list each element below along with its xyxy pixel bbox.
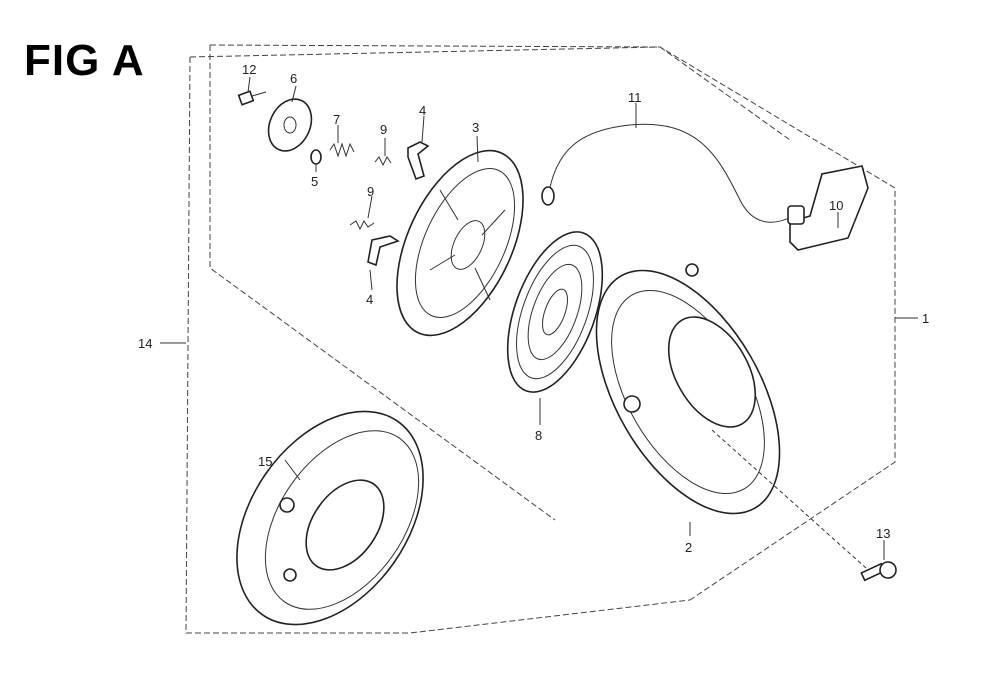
callout-4-upper: 4 xyxy=(419,103,426,118)
callout-15: 15 xyxy=(258,454,272,469)
part-8-spiral-spring xyxy=(506,231,604,393)
figure-title: FIG A xyxy=(24,36,145,85)
callout-3: 3 xyxy=(472,120,479,135)
callout-13: 13 xyxy=(876,526,890,541)
part-10-handle xyxy=(787,165,869,251)
callout-10: 10 xyxy=(829,198,843,213)
callout-8: 8 xyxy=(535,428,542,443)
callout-5: 5 xyxy=(311,174,318,189)
part-3-reel xyxy=(396,149,524,337)
part-9-spring-lower xyxy=(349,220,375,231)
callout-9-lower: 9 xyxy=(367,184,374,199)
part-7-spring xyxy=(329,142,355,158)
part-12-bolt xyxy=(237,90,267,106)
callout-1: 1 xyxy=(922,311,929,326)
callout-2: 2 xyxy=(685,540,692,555)
part-6-ratchet xyxy=(267,98,313,152)
part-4-pawl-upper xyxy=(407,141,430,181)
callout-7: 7 xyxy=(333,112,340,127)
part-9-spring-upper xyxy=(374,156,392,167)
part-5-washer xyxy=(310,149,322,165)
callout-9-upper: 9 xyxy=(380,122,387,137)
callout-11: 11 xyxy=(628,90,642,105)
callout-14: 14 xyxy=(138,336,152,351)
part-11-starter-rope xyxy=(547,123,801,223)
part-15-starter-cover xyxy=(236,410,424,626)
part-13-flange-bolt xyxy=(860,561,897,582)
part-2-starter-case xyxy=(595,263,781,515)
callout-6: 6 xyxy=(290,71,297,86)
rope-end xyxy=(541,186,555,206)
part-4-pawl-lower xyxy=(367,235,400,267)
callout-4-lower: 4 xyxy=(366,292,373,307)
leader-lines xyxy=(160,76,918,569)
callout-12: 12 xyxy=(242,62,256,77)
assembly-boundary xyxy=(185,44,896,634)
